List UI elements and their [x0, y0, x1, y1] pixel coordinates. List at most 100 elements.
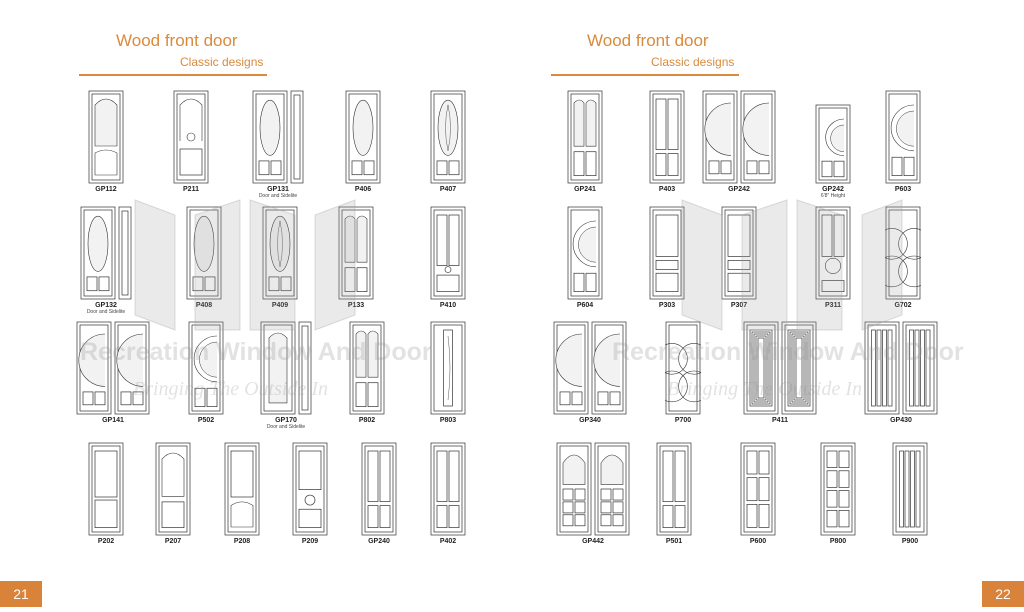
door-item: P207	[155, 442, 191, 545]
page-number: 21	[0, 581, 42, 607]
door-drawing-icon	[740, 442, 776, 536]
door-item: P700	[665, 321, 701, 424]
door-drawing-icon	[361, 442, 397, 536]
door-code: GP430	[890, 417, 912, 424]
door-item: P407	[430, 90, 466, 193]
door-drawing-icon	[885, 90, 921, 184]
door-drawing-icon	[186, 206, 222, 300]
door-item: P403	[649, 90, 685, 193]
door-drawing-icon	[260, 321, 312, 415]
door-code: GP132	[95, 302, 117, 309]
door-code: GP241	[574, 186, 596, 193]
door-item: P208	[224, 442, 260, 545]
door-code: P411	[772, 417, 788, 424]
page-subtitle: Classic designs	[651, 55, 735, 69]
door-item: GP430	[864, 321, 938, 424]
door-code: P208	[233, 538, 251, 545]
page-right: Wood front door Classic designs GP241 P40…	[512, 0, 1024, 612]
door-item: GP240	[361, 442, 397, 545]
door-code: GP242	[822, 186, 844, 193]
door-code: GP442	[582, 538, 604, 545]
door-code: P502	[197, 417, 215, 424]
door-item: P800	[820, 442, 856, 545]
door-drawing-icon	[430, 321, 466, 415]
door-drawing-icon	[188, 321, 224, 415]
door-item: P604	[567, 206, 603, 309]
door-code: P600	[749, 538, 767, 545]
door-note: 6'8" Height	[820, 193, 846, 199]
door-drawing-icon	[702, 90, 776, 184]
door-drawing-icon	[567, 90, 603, 184]
door-code: P803	[439, 417, 457, 424]
door-item: GP242	[702, 90, 776, 193]
door-item: P303	[649, 206, 685, 309]
door-item: P202	[88, 442, 124, 545]
door-item: P600	[740, 442, 776, 545]
door-item: P900	[892, 442, 928, 545]
door-item: P409	[262, 206, 298, 309]
door-drawing-icon	[567, 206, 603, 300]
door-code: P407	[439, 186, 457, 193]
door-code: P311	[825, 302, 841, 309]
door-code: GP141	[102, 417, 124, 424]
door-drawing-icon	[349, 321, 385, 415]
door-code: P202	[97, 538, 115, 545]
door-item: G702	[885, 206, 921, 309]
door-drawing-icon	[656, 442, 692, 536]
door-code: P406	[354, 186, 372, 193]
door-drawing-icon	[88, 442, 124, 536]
door-code: GP242	[728, 186, 750, 193]
door-drawing-icon	[864, 321, 938, 415]
door-item: P411	[743, 321, 817, 424]
door-code: P303	[658, 302, 676, 309]
door-code: P900	[901, 538, 919, 545]
door-drawing-icon	[649, 90, 685, 184]
door-note: Door and Sidelite	[86, 309, 126, 315]
door-code: P402	[439, 538, 457, 545]
door-item: P402	[430, 442, 466, 545]
door-drawing-icon	[430, 206, 466, 300]
door-drawing-icon	[338, 206, 374, 300]
title-rule	[551, 74, 739, 76]
door-item: P802	[349, 321, 385, 424]
door-code: GP240	[368, 538, 390, 545]
door-item: P211	[173, 90, 209, 193]
door-drawing-icon	[556, 442, 630, 536]
page-number: 22	[982, 581, 1024, 607]
door-drawing-icon	[252, 90, 304, 184]
door-code: P133	[347, 302, 365, 309]
door-drawing-icon	[430, 90, 466, 184]
door-code: P211	[183, 186, 199, 193]
door-drawing-icon	[892, 442, 928, 536]
door-drawing-icon	[721, 206, 757, 300]
door-code: P207	[164, 538, 182, 545]
door-drawing-icon	[76, 321, 150, 415]
door-drawing-icon	[430, 442, 466, 536]
door-drawing-icon	[262, 206, 298, 300]
door-code: G702	[894, 302, 912, 309]
door-code: P403	[658, 186, 676, 193]
door-code: P604	[576, 302, 594, 309]
door-item: GP340	[553, 321, 627, 424]
door-code: GP112	[95, 186, 117, 193]
door-note: Door and Sidelite	[258, 193, 298, 199]
door-code: GP170	[275, 417, 297, 424]
page-subtitle: Classic designs	[180, 55, 264, 69]
door-drawing-icon	[224, 442, 260, 536]
door-item: GP112	[88, 90, 124, 193]
door-item: P307	[721, 206, 757, 309]
door-drawing-icon	[80, 206, 132, 300]
door-item: GP241	[567, 90, 603, 193]
door-item: P501	[656, 442, 692, 545]
door-drawing-icon	[155, 442, 191, 536]
door-code: GP340	[579, 417, 601, 424]
door-note: Door and Sidelite	[266, 424, 306, 430]
door-drawing-icon	[292, 442, 328, 536]
door-drawing-icon	[815, 104, 851, 184]
door-drawing-icon	[665, 321, 701, 415]
page-title: Wood front door	[587, 31, 709, 50]
